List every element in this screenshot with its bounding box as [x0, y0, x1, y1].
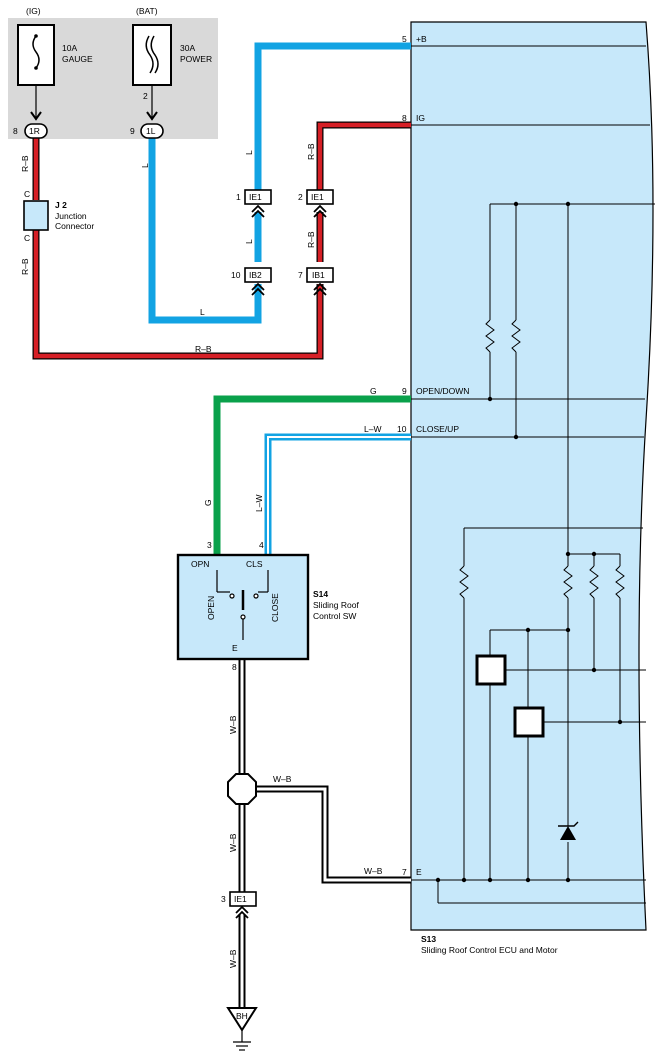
wire-label-g-2: G	[203, 499, 213, 506]
switch-term-opn: OPN	[191, 559, 209, 569]
junction-dots	[435, 201, 623, 883]
ecu-pin-10-num: 10	[397, 424, 407, 434]
connector-1l-pin: 9	[130, 126, 135, 136]
wire-label-wb-2: W–B	[273, 774, 292, 784]
wire-label-rb-2: R–B	[20, 258, 30, 275]
connector-ib1-pin: 7	[298, 270, 303, 280]
wire-label-rb-5: R–B	[306, 231, 316, 248]
connector-ie1-c	[229, 891, 257, 919]
switch-pin-opn: 3	[207, 540, 212, 550]
switch-pin-e: 8	[232, 662, 237, 672]
switch-term-cls: CLS	[246, 559, 263, 569]
zener-diode-icon	[558, 821, 579, 840]
wire-wb	[238, 660, 411, 1008]
switch-name2: Control SW	[313, 611, 356, 621]
switch-id: S14	[313, 589, 328, 599]
ecu-pin-10-name: CLOSE/UP	[416, 424, 459, 434]
junction-pin-top: C	[24, 189, 30, 199]
ecu-id: S13	[421, 934, 436, 944]
wire-label-l-3: L	[244, 239, 254, 244]
wire-label-rb-4: R–B	[306, 143, 316, 160]
switch-name1: Sliding Roof	[313, 600, 359, 610]
wire-label-rb-3: R–B	[195, 344, 212, 354]
fuse-ig-source: (IG)	[26, 6, 41, 16]
fuse-ig-rating: 10A	[62, 43, 77, 53]
connector-1r-pin: 8	[13, 126, 18, 136]
splice-point	[227, 773, 257, 805]
switch-pin-cls: 4	[259, 540, 264, 550]
switch-term-e: E	[232, 643, 238, 653]
connector-ib2-label: IB2	[249, 270, 262, 280]
wire-label-wb-1: W–B	[228, 715, 238, 734]
connector-ib1	[306, 267, 334, 296]
chevron-down-icon	[30, 111, 42, 121]
connector-1l-label: 1L	[146, 126, 156, 136]
connector-ie1-c-pin: 3	[221, 894, 226, 904]
fuse-ig-name: GAUGE	[62, 54, 93, 64]
connector-ie1-a	[244, 189, 272, 218]
fuse-gauge	[17, 24, 55, 120]
wire-rb-red	[32, 121, 411, 360]
ecu-pin-7-name: E	[416, 867, 422, 877]
ecu-pin-5-name: +B	[416, 34, 427, 44]
relay-close	[513, 706, 545, 738]
connector-ie1-b-pin: 2	[298, 192, 303, 202]
ground-label: BH	[236, 1011, 248, 1021]
switch-contacts	[216, 570, 269, 640]
connector-ie1-b	[306, 189, 334, 218]
junction-name2: Connector	[55, 221, 94, 231]
wire-label-l-4: L	[200, 307, 205, 317]
wire-label-lw-1: L–W	[364, 424, 381, 434]
connector-1r	[24, 123, 48, 139]
ecu-pin-5-num: 5	[402, 34, 407, 44]
ecu-pin-9-num: 9	[402, 386, 407, 396]
connector-1r-label: 1R	[29, 126, 40, 136]
connector-ie1-a-label: IE1	[249, 192, 262, 202]
fuse-power	[132, 24, 172, 120]
connector-ib2-pin: 10	[231, 270, 241, 280]
fuse-bat-name: POWER	[180, 54, 212, 64]
ground-icon	[226, 1007, 258, 1051]
relay-open	[475, 654, 507, 686]
wire-label-rb-1: R–B	[20, 155, 30, 172]
wire-label-wb-5: W–B	[228, 949, 238, 968]
fuse-bat-pin: 2	[143, 91, 148, 101]
junction-name1: Junction	[55, 211, 87, 221]
ecu-pin-7-num: 7	[402, 867, 407, 877]
ecu-pin-8-name: IG	[416, 113, 425, 123]
wire-label-wb-3: W–B	[228, 833, 238, 852]
connector-ib2	[244, 267, 272, 296]
chevron-down-icon	[146, 111, 158, 121]
wire-lw	[264, 433, 411, 555]
ecu-name: Sliding Roof Control ECU and Motor	[421, 945, 558, 955]
wire-label-g-1: G	[370, 386, 377, 396]
fuse-bat-source: (BAT)	[136, 6, 158, 16]
wire-label-wb-4: W–B	[364, 866, 383, 876]
wire-l-blue	[148, 42, 411, 324]
ecu-body	[410, 21, 654, 931]
connector-ie1-b-label: IE1	[311, 192, 324, 202]
ecu-pin-8-num: 8	[402, 113, 407, 123]
connector-ie1-a-pin: 1	[236, 192, 241, 202]
junction-connector-j2	[23, 200, 49, 231]
connector-1l	[140, 123, 164, 139]
wire-label-lw-2: L–W	[254, 495, 264, 512]
wire-g-green	[213, 395, 411, 555]
junction-id: J 2	[55, 200, 67, 210]
connector-ib1-label: IB1	[312, 270, 325, 280]
ecu-pin-9-name: OPEN/DOWN	[416, 386, 469, 396]
switch-contact-open: OPEN	[206, 596, 216, 620]
ecu-internal-circuit	[411, 45, 655, 904]
fuse-bat-rating: 30A	[180, 43, 195, 53]
wire-label-l-2: L	[244, 150, 254, 155]
connector-ie1-c-label: IE1	[234, 894, 247, 904]
switch-contact-close: CLOSE	[270, 593, 280, 622]
junction-pin-bottom: C	[24, 233, 30, 243]
wire-label-l-1: L	[140, 163, 150, 168]
